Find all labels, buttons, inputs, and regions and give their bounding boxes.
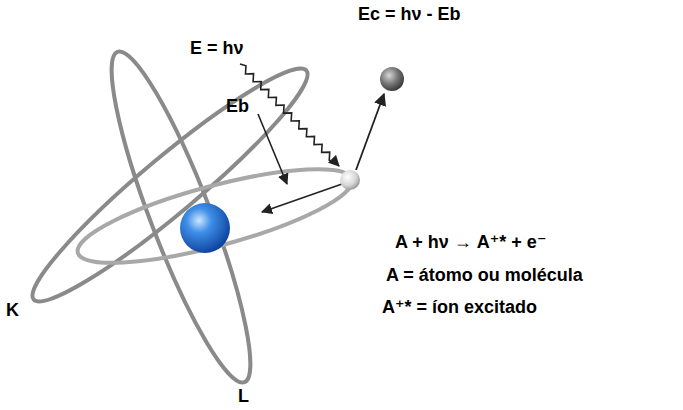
photon-wave	[240, 64, 339, 166]
shell-label: L	[238, 386, 249, 407]
shell-label: K	[6, 300, 19, 321]
kinetic-energy-formula: Ec = hν - Eb	[358, 4, 461, 25]
bound-electron	[340, 170, 360, 190]
legend-note: A⁺* = íon excitado	[382, 297, 537, 318]
ejection-arrow	[356, 94, 384, 170]
ejected-electron	[380, 67, 404, 91]
orbit-k	[16, 49, 325, 321]
eb-leader	[258, 114, 287, 184]
photon-energy-formula: E = hν	[190, 38, 244, 59]
orbits	[16, 41, 360, 393]
nucleus	[180, 203, 230, 253]
binding-arrow	[262, 184, 342, 212]
reaction-equation: A + hν → A⁺* + e⁻	[395, 232, 546, 253]
binding-energy-label: Eb	[226, 96, 249, 117]
orbit-outer	[70, 150, 360, 281]
legend-note: A = átomo ou molécula	[386, 265, 583, 286]
